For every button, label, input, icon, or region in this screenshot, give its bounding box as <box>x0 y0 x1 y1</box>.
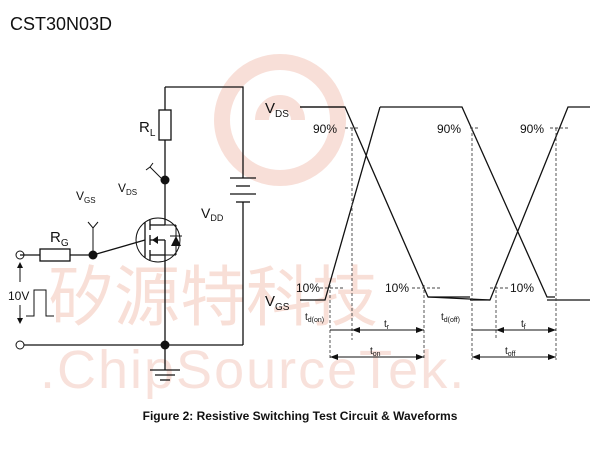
t-r-label: tr <box>384 319 390 331</box>
watermark-english: .ChipSourceTek. <box>40 340 466 400</box>
pct10-label-1: 10% <box>296 281 320 295</box>
pct90-label-1: 90% <box>313 122 337 136</box>
t-don-label: td(on) <box>305 312 324 324</box>
ground-icon <box>150 369 180 381</box>
vdd-label: VDD <box>201 205 224 223</box>
vgs-trace-rising <box>300 106 381 301</box>
gate-node <box>88 250 98 260</box>
vgs-wave-label: VGS <box>265 293 290 313</box>
mosfet-symbol <box>135 184 182 290</box>
pct10-label-3: 10% <box>510 281 534 295</box>
top-rail-wire <box>165 86 244 178</box>
vds-wave-label: VDS <box>265 100 289 120</box>
watermark-logo <box>214 54 346 186</box>
figure-caption: Figure 2: Resistive Switching Test Circu… <box>143 409 458 423</box>
vdd-battery <box>230 177 256 345</box>
part-number: CST30N03D <box>10 14 112 34</box>
watermark-chinese: 矽源特科技 <box>48 259 378 336</box>
input-terminal-bottom <box>15 340 25 350</box>
vds-circuit-label: VDS <box>118 181 137 197</box>
watermark: 矽源特科技 .ChipSourceTek. <box>40 54 466 400</box>
t-off-label: toff <box>505 346 515 358</box>
pulse-source <box>17 262 54 324</box>
t-doff-label: td(off) <box>441 312 460 324</box>
vgs-probe-tip <box>87 221 99 229</box>
gate-wire <box>92 239 146 256</box>
pct90-label-2: 90% <box>437 122 461 136</box>
vgs-circuit-label: VGS <box>76 189 96 205</box>
pulse-amplitude-label: 10V <box>8 289 29 303</box>
timing-arrows <box>330 327 556 360</box>
rl-label: RL <box>139 119 156 139</box>
input-terminal-top <box>15 250 25 260</box>
vgs-trace-second <box>427 106 590 301</box>
t-on-label: ton <box>370 346 381 358</box>
t-f-label: tf <box>521 319 526 331</box>
vds-probe-tip <box>145 162 154 171</box>
pct10-label-2: 10% <box>385 281 409 295</box>
pct90-label-3: 90% <box>520 122 544 136</box>
rl-resistor <box>158 109 172 141</box>
drain-node <box>160 175 170 185</box>
vds-probe <box>149 166 162 179</box>
test-circuit: RL VDS <box>8 86 256 381</box>
rg-label: RG <box>50 229 69 249</box>
vds-trace-second <box>380 106 555 298</box>
switching-waveforms: VDS VGS 90% 90% 90% 10% 10% 10% <box>265 100 590 360</box>
